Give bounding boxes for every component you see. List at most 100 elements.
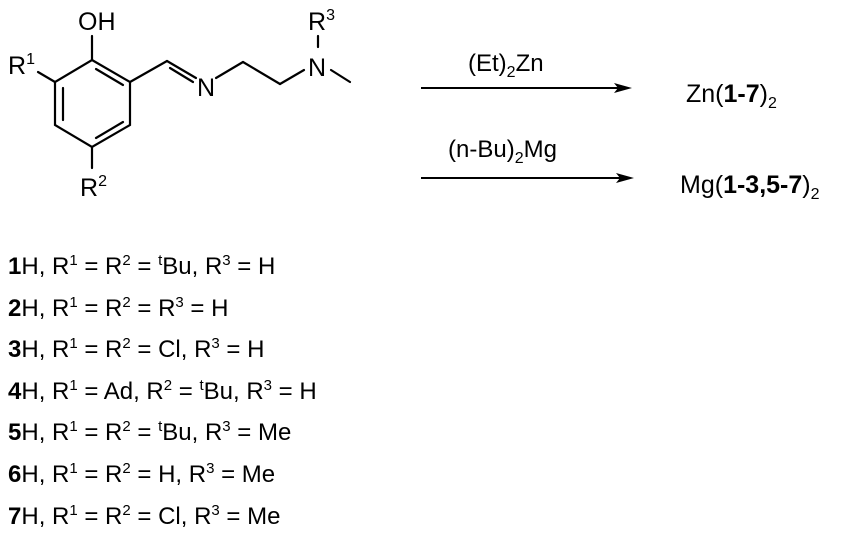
text-segment: = H — [272, 377, 317, 405]
compound-entry: 5H, R1 = R2 = tBu, R3 = Me — [8, 412, 317, 454]
chain-bond — [278, 68, 306, 86]
text-segment: H, R — [21, 502, 70, 530]
structure-bonds — [36, 34, 352, 170]
text-segment: Zn( — [686, 80, 724, 108]
superscript: 1 — [69, 376, 78, 394]
superscript: 2 — [122, 501, 131, 519]
product-zn: Zn(1-7)2 — [686, 80, 777, 112]
subscript: 2 — [810, 186, 820, 203]
compound-number: 7 — [8, 502, 22, 530]
compound-number: 1-7 — [723, 80, 760, 108]
imine-n-label: N — [197, 74, 215, 102]
reaction-arrows — [421, 87, 620, 179]
text-segment: Bu, R — [203, 377, 264, 405]
reagent-zn: (Et)2Zn — [468, 50, 544, 81]
arrowhead-icon — [614, 83, 632, 93]
superscript: 2 — [122, 418, 131, 436]
chain-bond — [214, 60, 245, 80]
text-segment: = Cl, R — [130, 502, 212, 530]
text-segment: = R — [77, 294, 123, 322]
arrowhead-icon — [616, 173, 634, 183]
text-segment: = H — [183, 294, 229, 322]
text-segment: = Cl, R — [130, 336, 212, 364]
text-segment: Bu, R — [162, 419, 223, 447]
text-segment: = — [172, 377, 200, 405]
compound-number: 4 — [8, 377, 22, 405]
superscript: 2 — [122, 252, 131, 269]
superscript: 1 — [69, 501, 78, 519]
text-segment: Mg — [523, 136, 557, 163]
compound-number: 2 — [8, 294, 22, 322]
superscript: t — [158, 252, 163, 269]
text-segment: Zn — [515, 50, 544, 77]
superscript: 1 — [69, 335, 78, 353]
text-segment: = R — [77, 336, 123, 364]
chain-bond — [241, 60, 282, 86]
text-segment: = Me — [230, 419, 292, 447]
superscript: 2 — [122, 293, 131, 311]
r1-label: R1 — [8, 51, 35, 80]
text-segment: ) — [802, 171, 811, 199]
subscript: 2 — [767, 95, 777, 112]
text-segment: (n-Bu) — [448, 136, 515, 163]
compound-number: 6 — [8, 460, 22, 488]
text-segment: H, R — [21, 294, 70, 322]
compound-number: 1-3,5-7 — [723, 171, 803, 199]
text-segment: ) — [759, 80, 768, 108]
r2-label: R2 — [80, 173, 107, 202]
text-segment: H, R — [21, 336, 70, 364]
superscript: t — [199, 376, 204, 394]
superscript: 3 — [211, 335, 220, 353]
superscript: 1 — [69, 293, 78, 311]
text-segment: H, R — [21, 460, 70, 488]
text-segment: = Me — [219, 502, 281, 530]
methyl-bond — [329, 68, 352, 84]
superscript: 3 — [222, 252, 231, 269]
amine-n-label: N — [308, 54, 326, 82]
reagent-mg: (n-Bu)2Mg — [448, 136, 557, 167]
oh-label: OH — [78, 8, 116, 36]
superscript: 3 — [263, 376, 273, 394]
superscript: 1 — [69, 459, 78, 477]
compound-entry: 3H, R1 = R2 = Cl, R3 = H — [8, 329, 317, 371]
ring-double-bond — [94, 120, 125, 140]
r3-label: R3 — [308, 7, 335, 36]
compound-number: 1 — [8, 253, 22, 280]
text-segment: Bu, R — [162, 253, 223, 280]
compound-entry: 6H, R1 = R2 = H, R3 = Me — [8, 454, 317, 496]
r1-bond — [36, 70, 57, 84]
text-segment: (Et) — [468, 50, 507, 77]
superscript: 3 — [175, 293, 184, 311]
text-segment: = H, R — [130, 460, 207, 488]
text-segment: H, R — [21, 419, 70, 447]
superscript: 1 — [69, 418, 78, 436]
superscript: 2 — [163, 376, 173, 394]
text-segment: = R — [77, 502, 123, 530]
text-segment: = — [130, 419, 159, 447]
subscript: 2 — [506, 63, 516, 81]
superscript: 3 — [206, 459, 215, 477]
superscript: 3 — [222, 418, 231, 436]
compound-number: 3 — [8, 336, 22, 364]
text-segment: = H — [230, 253, 276, 280]
text-segment: = R — [77, 419, 123, 447]
text-segment: H, R — [21, 253, 70, 280]
text-segment: H, R — [21, 377, 70, 405]
ch-bond — [128, 59, 169, 84]
superscript: 3 — [211, 501, 220, 519]
superscript: 2 — [122, 335, 131, 353]
subscript: 2 — [514, 149, 524, 167]
superscript: 2 — [122, 459, 131, 477]
imine-double-bond — [168, 66, 195, 84]
product-mg: Mg(1-3,5-7)2 — [680, 171, 820, 203]
imine-bond — [165, 59, 198, 80]
ring-double-bond — [94, 67, 125, 87]
text-segment: = R — [77, 460, 123, 488]
compound-entry: 4H, R1 = Ad, R2 = tBu, R3 = H — [8, 371, 317, 413]
text-segment: Mg( — [680, 171, 724, 199]
text-segment: = Ad, R — [77, 377, 164, 405]
text-segment: = Me — [214, 460, 276, 488]
text-segment: = R — [77, 253, 123, 280]
